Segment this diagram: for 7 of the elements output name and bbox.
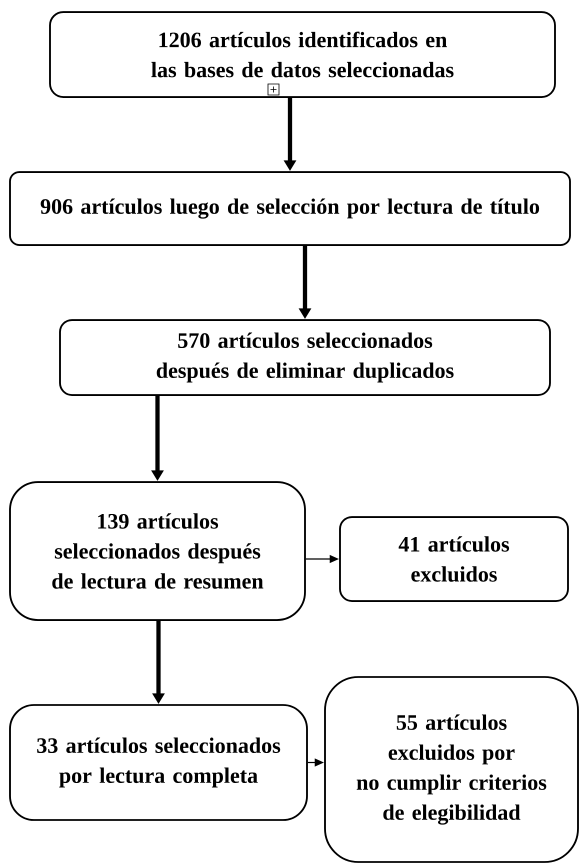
process-box: 139 artículos seleccionados después de lectura de resumen bbox=[9, 481, 306, 621]
process-box: 570 artículos seleccionados después de eliminar duplicados bbox=[59, 319, 551, 396]
process-box: 41 artículos excluidos bbox=[339, 516, 569, 602]
process-box: 1206 artículos identificados en las bases de datos seleccionadas bbox=[49, 11, 556, 98]
process-box: 906 artículos luego de selección por lectura de título bbox=[9, 171, 571, 246]
process-box: 55 artículos excluidos por no cumplir criterios de elegibilidad bbox=[324, 676, 579, 863]
process-box: 33 artículos seleccionados por lectura completa bbox=[9, 704, 308, 821]
